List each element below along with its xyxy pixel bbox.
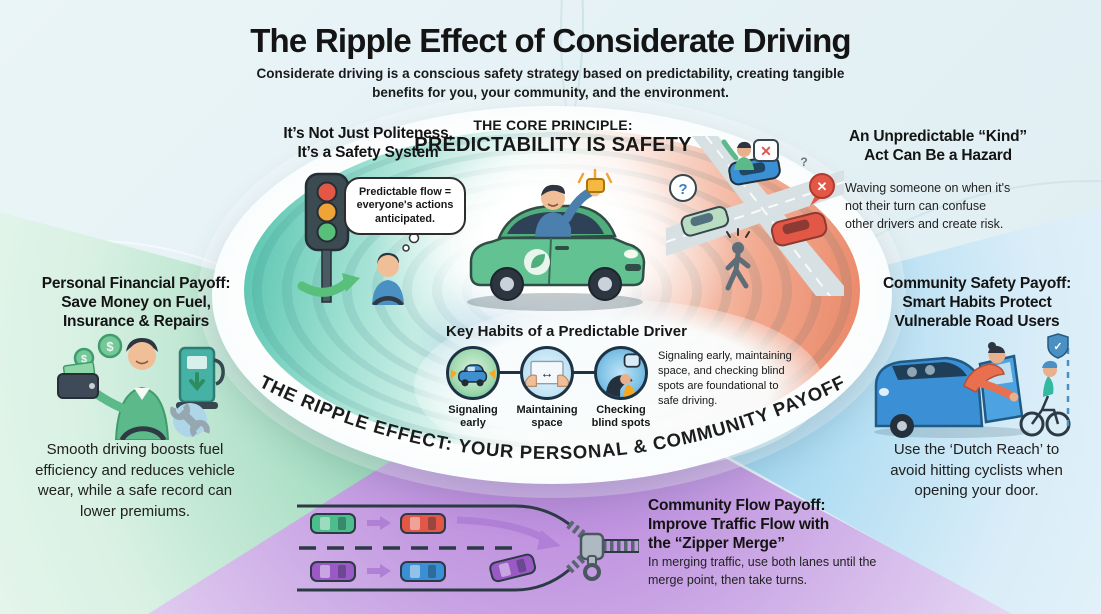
flow-heading: Community Flow Payoff: Improve Traffic F… [648,497,830,552]
svg-text:✓: ✓ [1053,341,1062,353]
habits-body: Signaling early, maintaining space, and … [658,350,792,407]
habit-label: Signaling early [448,404,498,429]
habit-label: Maintaining space [516,404,578,429]
arrow-both-icon: ↔ [540,365,553,380]
safety-heading: Community Safety Payoff: Smart Habits Pr… [882,275,1072,330]
x-mark-bubble-icon: ✕ [760,143,772,159]
zipper-merge-icon [297,504,639,592]
green-car-driver-icon [467,168,646,311]
habit-label: Checking blind spots [591,404,651,429]
flow-body: In merging traffic, use both lanes until… [648,555,877,588]
core-principle-section: THE CORE PRINCIPLE: PREDICTABILITY IS SA… [378,117,728,157]
wallet-money-icon: $ $ [57,333,225,440]
shield-check-icon: ✓ [1047,333,1069,359]
fuel-pump-icon [176,346,225,409]
intersection-hazard-icon: ? ✕ ? ✕ [666,136,844,296]
traffic-light-icon [297,172,420,305]
dutch-reach-icon: ✓ [874,333,1071,438]
thought-bubble: Predictable flow = everyone's actions an… [344,177,466,236]
cyclist-icon [1019,360,1071,437]
politeness-heading: It’s Not Just Politeness, It’s a Safety … [283,125,453,161]
blind-spot-icon [594,346,648,400]
dollar-coin-icon: $ [81,354,87,366]
core-principle-kicker: THE CORE PRINCIPLE: [473,117,633,133]
wrench-icon [170,400,210,440]
maintain-space-icon: ↔ [520,346,574,400]
hazard-body: Waving someone on when it's not their tu… [845,181,1011,232]
signal-early-icon [446,346,500,400]
question-mark-icon: ? [800,155,807,169]
dollar-coin-icon: $ [106,339,114,354]
safety-body: Use the ‘Dutch Reach’ to avoid hitting c… [890,441,1063,500]
page-title: The Ripple Effect of Considerate Driving [250,22,851,59]
habits-heading: Key Habits of a Predictable Driver [446,323,687,340]
financial-heading: Personal Financial Payoff: Save Money on… [41,275,231,330]
question-bubble-icon: ? [678,181,687,198]
page-subtitle: Considerate driving is a conscious safet… [256,66,845,100]
x-mark-pin-icon: ✕ [817,179,828,194]
financial-body: Smooth driving boosts fuel efficiency an… [35,441,235,521]
hazard-heading: An Unpredictable “Kind” Act Can Be a Haz… [849,128,1027,164]
core-principle-heading: PREDICTABILITY IS SAFETY [414,134,692,156]
